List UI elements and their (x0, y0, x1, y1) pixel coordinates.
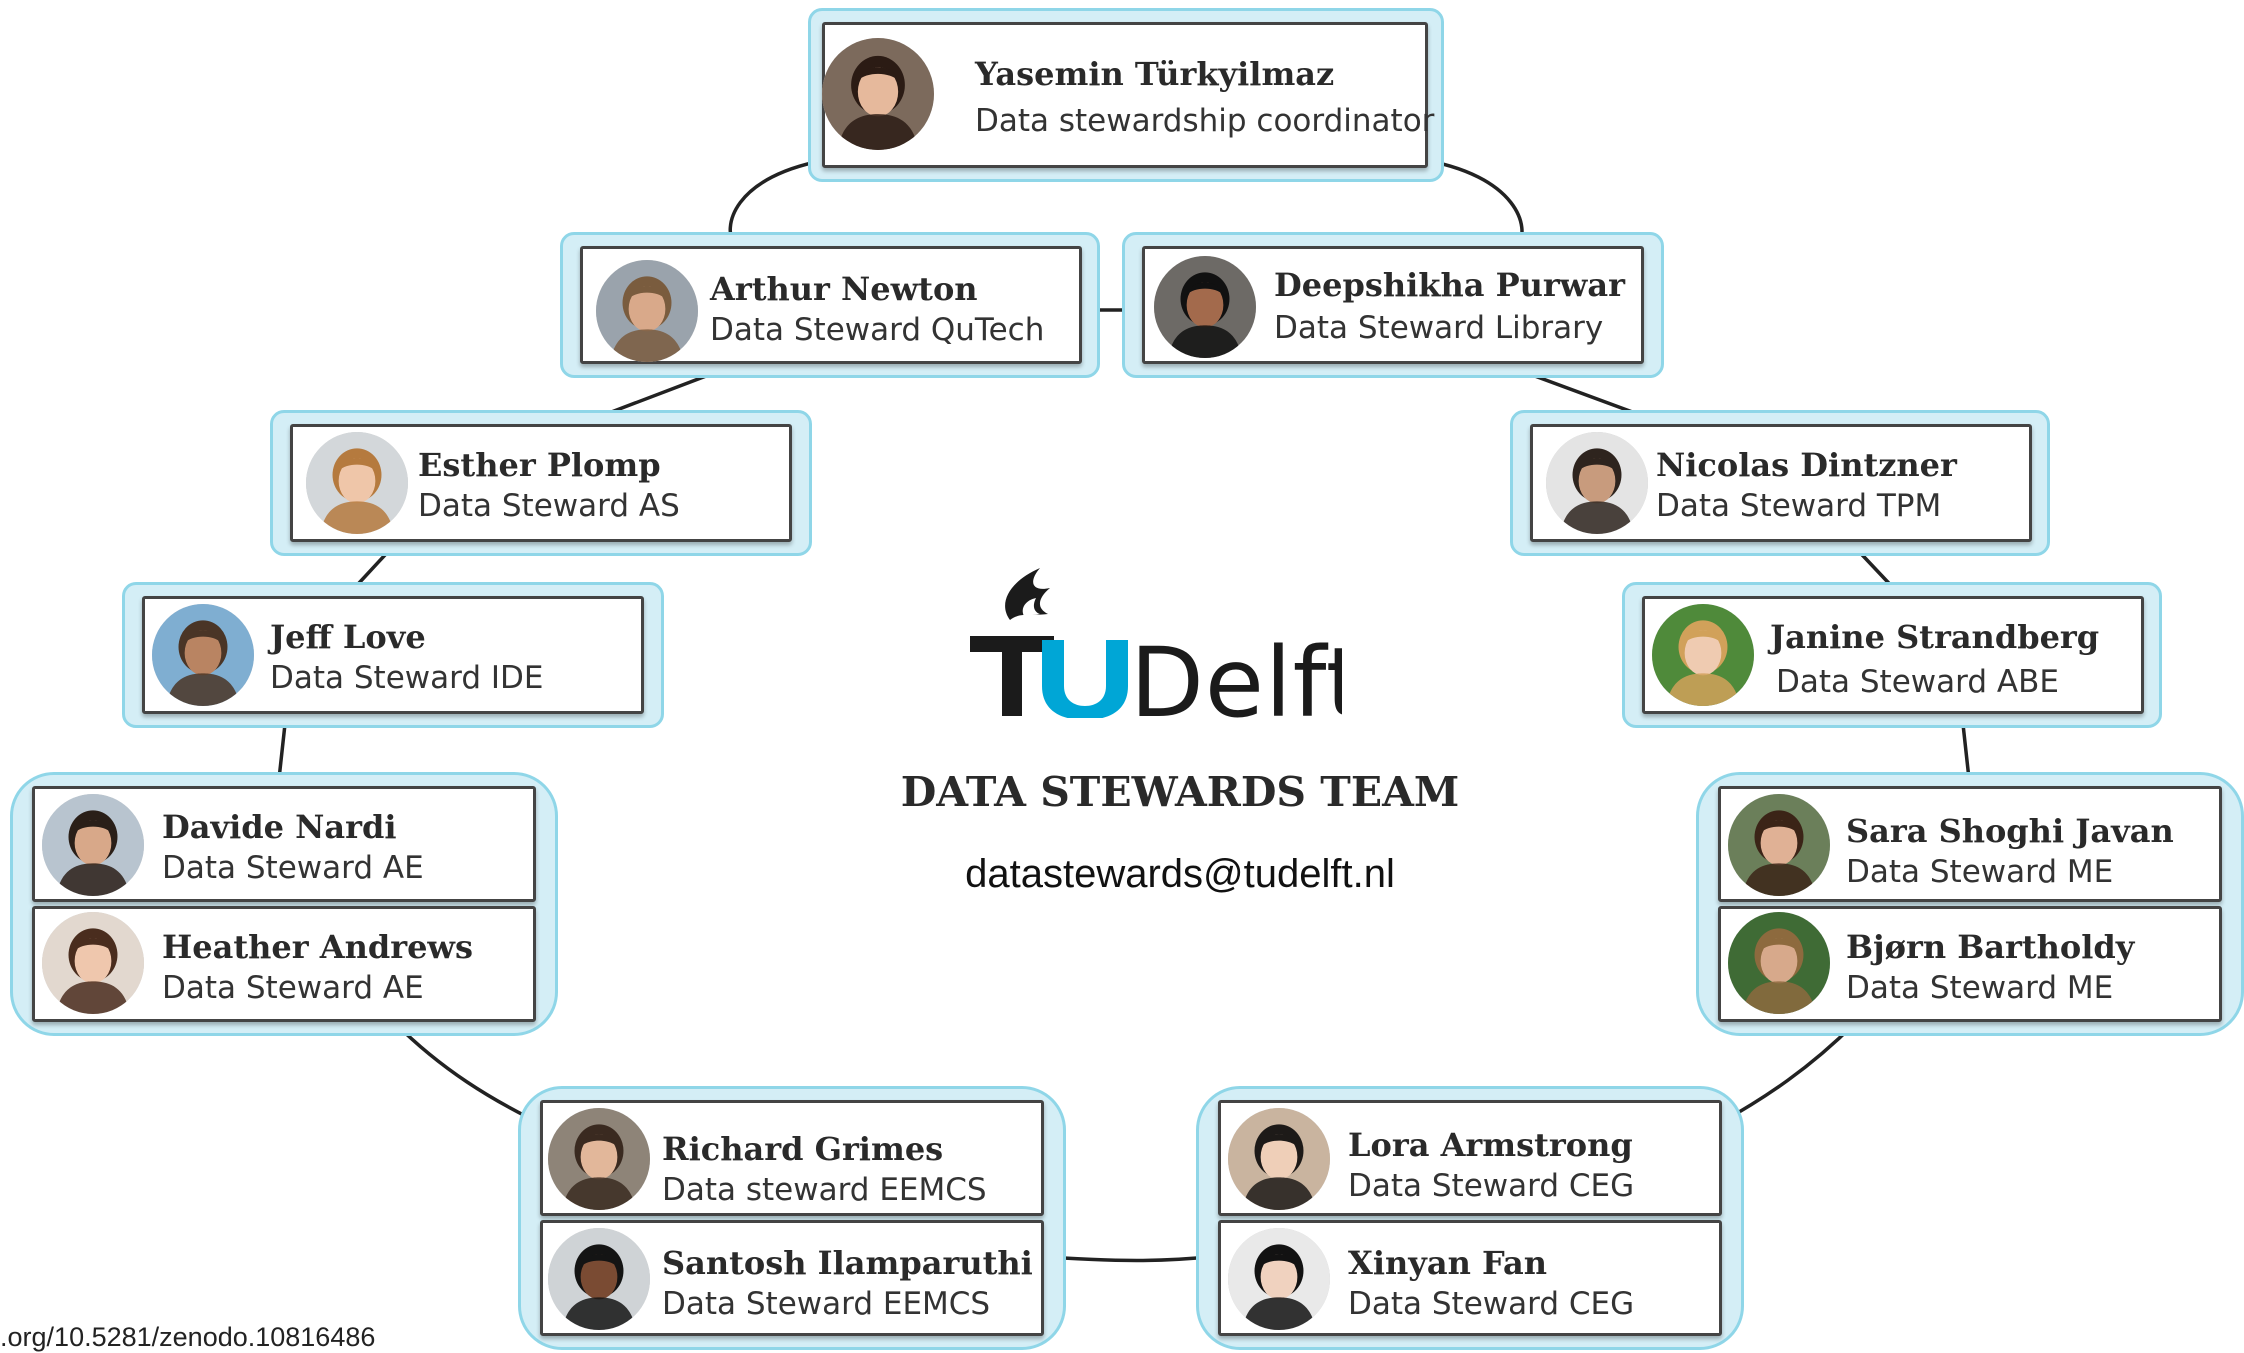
person-name: Yasemin Türkyilmaz (975, 55, 1335, 93)
person-name: Richard Grimes (662, 1130, 944, 1168)
person-name: Xinyan Fan (1348, 1244, 1547, 1282)
avatar-richard-grimes (548, 1108, 650, 1210)
avatar-santosh-ilamparuthi (548, 1228, 650, 1330)
person-role: Data Steward EEMCS (662, 1286, 991, 1322)
svg-text:Delft: Delft (1130, 627, 1342, 718)
doi-link[interactable]: doi.org/10.5281/zenodo.10816486 (0, 1322, 376, 1352)
avatar-davide-nardi (42, 794, 144, 896)
avatar-xinyan-fan (1228, 1228, 1330, 1330)
person-role: Data Steward QuTech (710, 312, 1045, 348)
avatar-sara-shoghi-javan (1728, 794, 1830, 896)
person-role: Data Steward ME (1846, 970, 2114, 1006)
avatar-lora-armstrong (1228, 1108, 1330, 1210)
person-name: Heather Andrews (162, 928, 473, 966)
person-name: Bjørn Bartholdy (1846, 928, 2135, 966)
person-name: Janine Strandberg (1770, 618, 2100, 656)
avatar-esther-plomp (306, 432, 408, 534)
avatar-deepshikha-purwar (1154, 256, 1256, 358)
person-role: Data Steward CEG (1348, 1286, 1635, 1322)
person-role: Data Steward Library (1274, 310, 1604, 346)
person-role: Data steward EEMCS (662, 1172, 987, 1208)
person-role: Data Steward ABE (1776, 664, 2059, 700)
person-name: Jeff Love (270, 618, 426, 656)
person-name: Lora Armstrong (1348, 1126, 1633, 1164)
team-email-link[interactable]: datastewards@tudelft.nl (965, 852, 1395, 896)
avatar-janine-strandberg (1652, 604, 1754, 706)
person-role: Data Steward CEG (1348, 1168, 1635, 1204)
person-name: Nicolas Dintzner (1656, 446, 1957, 484)
person-name: Sara Shoghi Javan (1846, 812, 2174, 850)
person-role: Data Steward AE (162, 970, 424, 1006)
avatar-arthur-newton (596, 260, 698, 362)
person-name: Deepshikha Purwar (1274, 266, 1625, 304)
avatar-nicolas-dintzner (1546, 432, 1648, 534)
avatar-yasemin-turkyilmaz (822, 38, 934, 150)
person-role: Data Steward AS (418, 488, 680, 524)
person-name: Arthur Newton (710, 270, 978, 308)
person-role: Data Steward TPM (1656, 488, 1942, 524)
avatar-jeff-love (152, 604, 254, 706)
avatar-bj-rn-bartholdy (1728, 912, 1830, 1014)
person-name: Esther Plomp (418, 446, 661, 484)
person-name: Davide Nardi (162, 808, 397, 846)
person-role: Data Steward IDE (270, 660, 544, 696)
person-role: Data stewardship coordinator (975, 103, 1435, 139)
team-title: DATA STEWARDS TEAM (900, 768, 1460, 816)
person-name: Santosh Ilamparuthi (662, 1244, 1033, 1282)
person-role: Data Steward ME (1846, 854, 2114, 890)
person-role: Data Steward AE (162, 850, 424, 886)
avatar-heather-andrews (42, 912, 144, 1014)
tudelft-logo: Delft (970, 568, 1342, 718)
